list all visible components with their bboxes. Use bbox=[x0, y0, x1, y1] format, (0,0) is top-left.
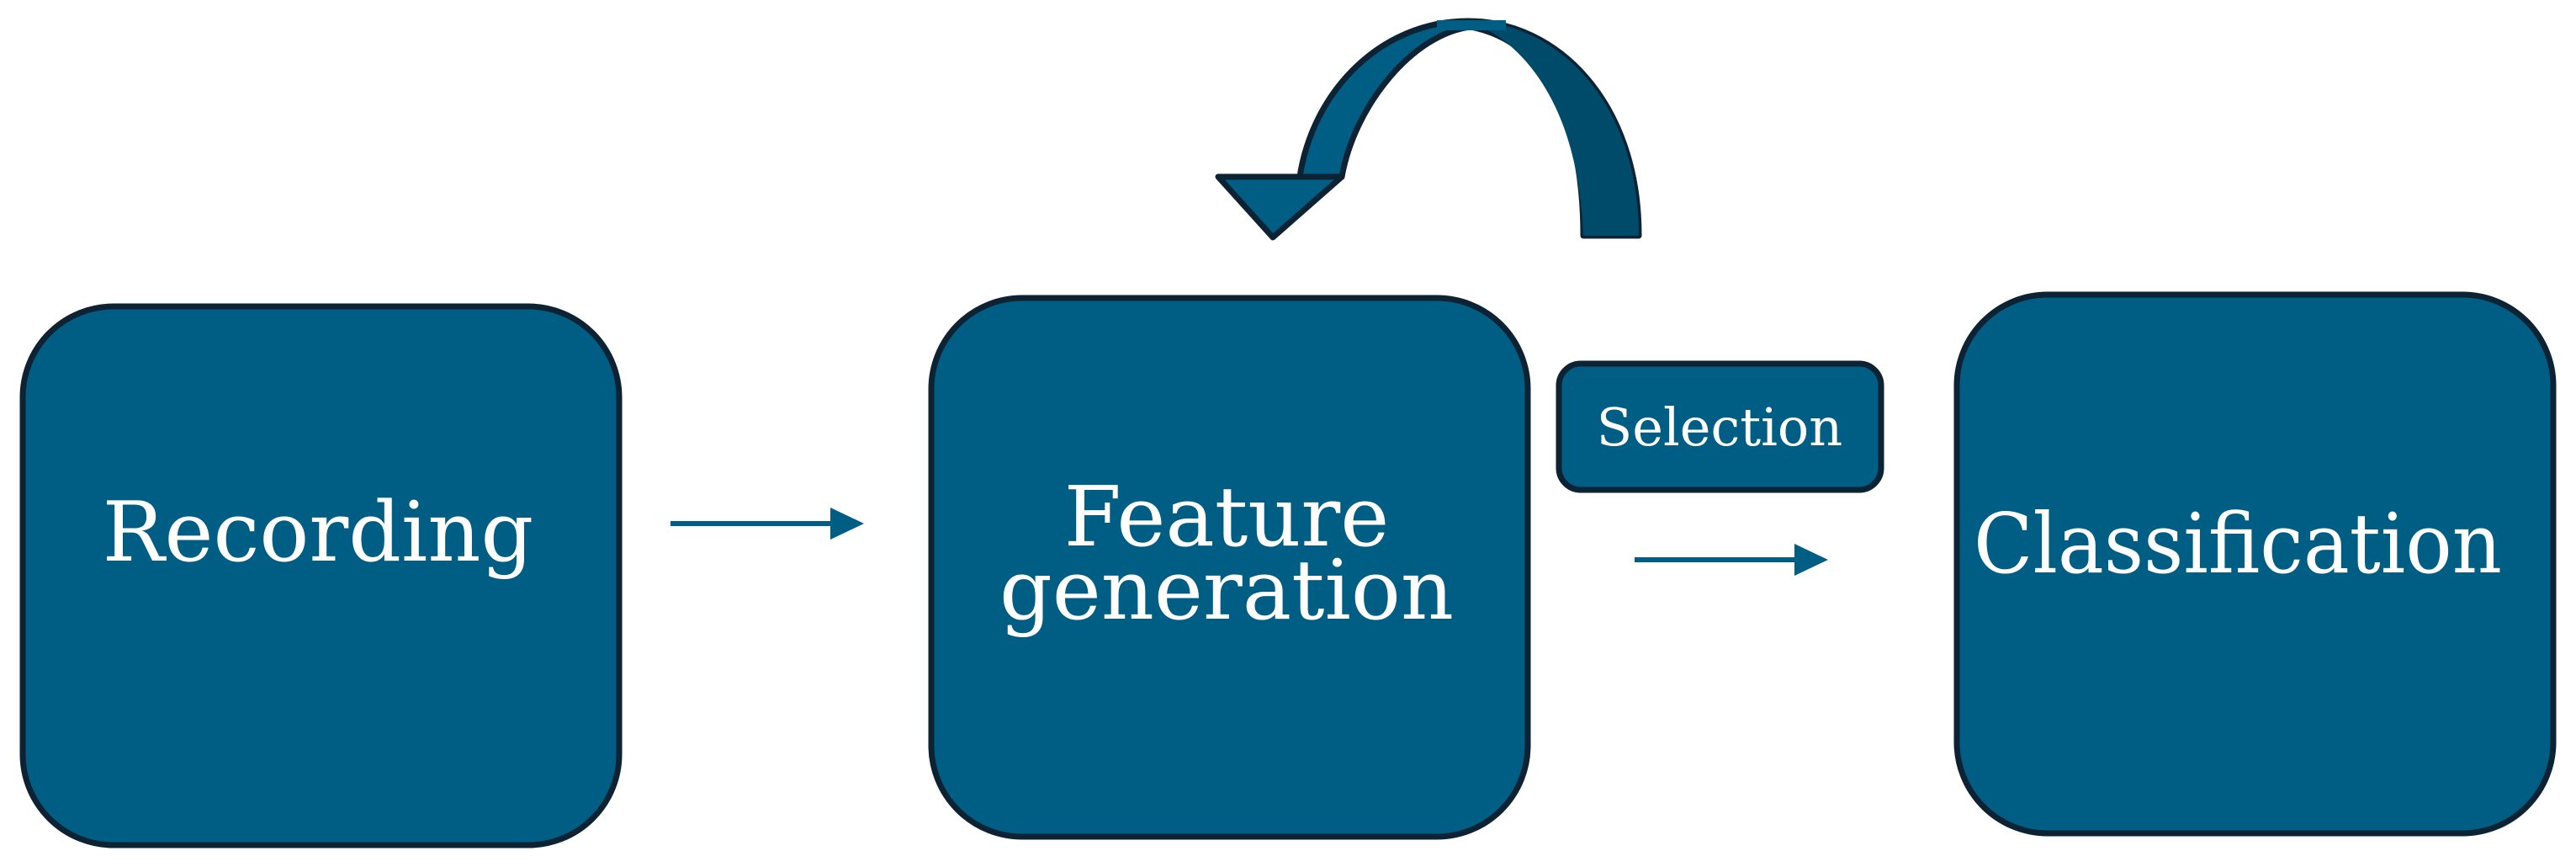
feature-generation-label-line1: Feature bbox=[1064, 470, 1389, 566]
recording-label: Recording bbox=[103, 485, 533, 581]
arrow-recording-to-feature bbox=[671, 508, 864, 540]
loop-arrow-head bbox=[1215, 173, 1345, 241]
recording-box bbox=[19, 303, 623, 848]
recording-node: Recording bbox=[19, 303, 623, 848]
arrow-feature-to-classification bbox=[1635, 544, 1828, 576]
loop-arrow-inner-shade bbox=[1468, 21, 1639, 236]
selection-label: Selection bbox=[1597, 396, 1842, 458]
selection-node: Selection bbox=[1556, 360, 1884, 493]
feature-generation-label-line2: generation bbox=[999, 543, 1454, 639]
loop-arrow-top-cap bbox=[1437, 20, 1506, 30]
feature-generation-node: Feature generation bbox=[928, 295, 1531, 840]
feature-generation-box bbox=[928, 295, 1531, 840]
loop-arrow bbox=[1215, 18, 1642, 241]
classification-label: Classification bbox=[1974, 497, 2502, 593]
classification-box bbox=[1953, 291, 2557, 837]
classification-node: Classification bbox=[1953, 291, 2557, 837]
selection-box bbox=[1556, 360, 1884, 493]
